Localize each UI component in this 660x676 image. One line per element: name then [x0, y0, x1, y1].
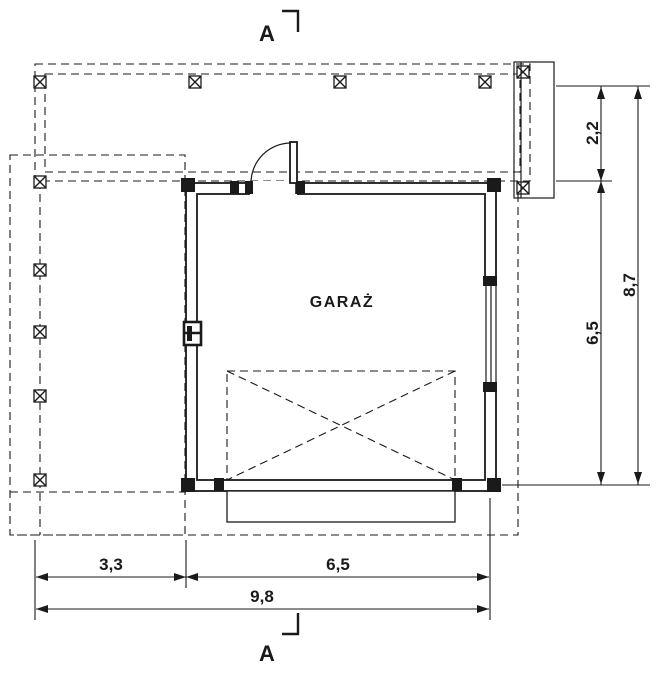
door-swing-arc [250, 142, 292, 184]
window-jamb-block [483, 276, 497, 286]
dimension-arrow [186, 573, 198, 581]
section-label-bottom: A [259, 641, 275, 666]
dimension-arrow [36, 573, 48, 581]
garage-door-jamb-block [452, 478, 462, 491]
garage-walls [185, 182, 497, 492]
dimension-label-bottom-total: 9,8 [250, 587, 274, 606]
dimension-arrow [174, 573, 186, 581]
section-label-top: A [259, 21, 275, 46]
section-cut-icon [282, 9, 300, 32]
window-right-wall [483, 276, 497, 392]
roof-outline-right-bottom [10, 181, 519, 536]
corner-block [487, 478, 501, 492]
wall-strip-outline [513, 61, 555, 199]
dimension-arrow [634, 472, 642, 484]
window-jamb-block [483, 382, 497, 392]
car-space-diagonal [226, 370, 456, 481]
fixture-fill [187, 326, 192, 341]
dimension-arrow [597, 87, 605, 99]
section-marker-top: A [259, 9, 300, 46]
column-post-icon [516, 65, 530, 79]
section-marker-bottom: A [259, 613, 300, 666]
column-post-icon [33, 473, 47, 487]
dimension-arrow [477, 573, 489, 581]
column-post-icon [516, 181, 530, 195]
column-post-icon [33, 389, 47, 403]
dimension-label-right-upper: 2,2 [583, 121, 602, 145]
column-post-icon [33, 263, 47, 277]
roof-outline-top-inner [44, 73, 521, 173]
entrance-door [250, 141, 298, 196]
door-leaf [289, 141, 298, 184]
dimensions-bottom: 3,3 6,5 9,8 [34, 498, 491, 620]
wall-corner-blocks [181, 178, 501, 492]
column-post-icon [33, 175, 47, 189]
dimension-arrow [634, 87, 642, 99]
wall-strip-top-right [513, 61, 555, 199]
left-wall-fixture [182, 320, 203, 347]
roof-outline-top-outer [34, 63, 531, 182]
column-post-icon [333, 75, 347, 89]
corner-block [487, 178, 501, 192]
door-jamb-block [245, 181, 253, 194]
column-post-icon [478, 75, 492, 89]
door-opening [250, 181, 297, 196]
dimension-arrow [597, 181, 605, 193]
column-post-icon [33, 75, 47, 89]
dimension-label-right-lower: 6,5 [583, 321, 602, 345]
corner-block [181, 178, 195, 192]
garage-wall-inner [196, 193, 486, 481]
door-jamb-block [230, 181, 239, 194]
room-label: GARAŻ [310, 293, 374, 311]
car-space-dashed [226, 370, 456, 481]
dimension-label-bottom-right: 6,5 [326, 555, 350, 574]
garage-apron [226, 490, 456, 523]
column-post-icon [33, 325, 47, 339]
column-post-icon [188, 75, 202, 89]
section-cut-icon [282, 613, 300, 636]
garage-door-jamb-block [214, 478, 224, 491]
dimension-label-bottom-left: 3,3 [99, 555, 123, 574]
dimension-arrow [597, 169, 605, 181]
corner-block [181, 478, 195, 492]
car-space-diagonal [226, 370, 456, 481]
dimension-arrow [36, 605, 48, 613]
door-jamb-block [296, 181, 305, 194]
dimension-label-right-total: 8,7 [620, 273, 639, 297]
dimensions-right: 2,2 6,5 8,7 [502, 85, 650, 486]
dimension-arrow [477, 605, 489, 613]
dimension-arrow [597, 472, 605, 484]
